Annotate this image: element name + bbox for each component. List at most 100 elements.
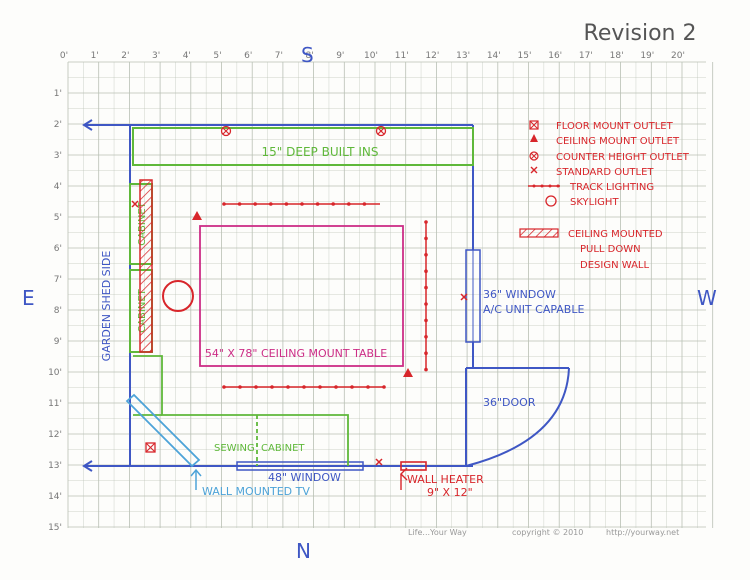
track-light-dot <box>318 385 322 389</box>
legend-design-wall-icon <box>519 228 559 238</box>
track-light-dot <box>238 385 242 389</box>
legend-label-skylight: SKYLIGHT <box>570 197 619 208</box>
y-scale-label: 1' <box>54 89 62 99</box>
track-light-dot <box>424 269 428 274</box>
track-light-dot <box>424 302 428 306</box>
door <box>465 367 570 467</box>
legend-label-ceiling: CEILING MOUNT OUTLET <box>556 136 680 147</box>
footer-right: http://yourway.net <box>606 528 679 537</box>
y-scale-label: 9' <box>54 337 62 347</box>
x-scale-label: 1' <box>91 51 99 61</box>
legend-ceiling-outlet-icon <box>530 134 538 142</box>
y-scale-label: 11' <box>48 399 62 409</box>
heater-label-2: 9" X 12" <box>427 486 473 499</box>
standard-outlet-3 <box>375 458 383 466</box>
legend-track-lighting-icon <box>528 184 560 188</box>
track-light-dot <box>300 202 304 206</box>
legend-counter-outlet-icon <box>529 151 539 161</box>
y-scale-label: 6' <box>54 244 62 254</box>
skylight <box>162 280 194 312</box>
built-ins-label: 15" DEEP BUILT INS <box>262 145 379 159</box>
track-light-dot <box>270 385 274 389</box>
legend-standard-outlet-icon <box>530 166 538 174</box>
wall-heater <box>400 461 427 471</box>
x-scale-label: 13' <box>456 51 470 61</box>
track-light-dot <box>302 385 306 389</box>
track-light-dot <box>424 253 428 257</box>
compass-north: N <box>296 539 311 563</box>
floor-outlet <box>145 442 156 453</box>
y-scale-label: 10' <box>48 368 62 378</box>
track-light-dot <box>424 220 428 224</box>
south-window-label: 48" WINDOW <box>268 471 341 484</box>
track-light-dot <box>237 202 242 206</box>
counter-outlet-2 <box>375 125 387 137</box>
east-window-label-1: 36" WINDOW <box>483 288 556 301</box>
x-scale-label: 12' <box>425 51 439 61</box>
track-light-dot <box>331 202 336 206</box>
track-light-dot <box>222 202 226 206</box>
track-light-dot <box>362 202 367 206</box>
y-scale-label: 7' <box>54 275 62 285</box>
track-light-dot <box>424 236 428 241</box>
track-light-dot <box>350 385 354 389</box>
ceiling-mount-table <box>199 225 404 367</box>
x-scale-label: 2' <box>121 51 129 61</box>
track-light-dot <box>286 385 290 389</box>
ceiling-outlet-2 <box>403 368 413 377</box>
compass-south: S <box>301 43 314 67</box>
east-window-label-2: A/C UNIT CAPABLE <box>483 303 584 316</box>
table-label: 54" X 78" CEILING MOUNT TABLE <box>205 347 387 360</box>
track-light-dot <box>424 351 428 356</box>
garden-shed-label: GARDEN SHED SIDE <box>100 251 113 362</box>
sewing-cabinet <box>133 355 349 466</box>
ceiling-outlet-1 <box>192 211 202 220</box>
door-label: 36"DOOR <box>483 396 536 409</box>
y-scale-label: 13' <box>48 461 62 471</box>
x-scale-label: 15' <box>518 51 532 61</box>
legend-label-floor: FLOOR MOUNT OUTLET <box>556 121 674 132</box>
track-light-dot <box>269 202 273 206</box>
footer-center: copyright © 2010 <box>512 528 583 537</box>
y-scale-label: 4' <box>54 182 62 192</box>
x-scale-label: 17' <box>579 51 593 61</box>
legend-design-wall-3: DESIGN WALL <box>580 260 649 271</box>
side-scale: 1'2'3'4'5'6'7'8'9'10'11'12'13'14'15' <box>48 89 62 533</box>
track-light-dot <box>366 385 370 389</box>
legend-label-track: TRACK LIGHTING <box>569 182 654 193</box>
revision-title: Revision 2 <box>584 21 697 46</box>
x-scale-label: 18' <box>610 51 624 61</box>
legend-floor-outlet-icon <box>529 120 539 130</box>
legend-skylight-icon <box>545 195 557 207</box>
track-light-dot <box>424 285 428 290</box>
track-light-dot <box>284 202 289 206</box>
legend-design-wall-1: CEILING MOUNTED <box>568 229 663 240</box>
x-scale-label: 0' <box>60 51 68 61</box>
x-scale-label: 7' <box>275 51 283 61</box>
compass-east: E <box>22 286 35 310</box>
standard-outlet-1 <box>131 200 139 208</box>
y-scale-label: 15' <box>48 523 62 533</box>
counter-outlet-1 <box>220 125 232 137</box>
built-ins <box>132 127 474 166</box>
x-scale-label: 6' <box>244 51 252 61</box>
x-scale-label: 9' <box>336 51 344 61</box>
x-scale-label: 19' <box>640 51 654 61</box>
x-scale-label: 10' <box>364 51 378 61</box>
compass-west: W <box>697 286 717 310</box>
track-light-dot <box>382 385 386 389</box>
design-wall <box>139 179 153 353</box>
track-light-dot <box>315 202 320 206</box>
graph-grid <box>67 61 714 528</box>
y-scale-label: 5' <box>54 213 62 223</box>
track-light-dot <box>254 385 258 389</box>
track-light-dot <box>334 385 338 389</box>
legend: FLOOR MOUNT OUTLET CEILING MOUNT OUTLET … <box>519 120 690 271</box>
legend-label-standard: STANDARD OUTLET <box>556 167 654 178</box>
track-light-dot <box>253 202 257 206</box>
x-scale-label: 20' <box>671 51 685 61</box>
x-scale-label: 11' <box>395 51 409 61</box>
track-light-dot <box>424 318 428 323</box>
y-scale-label: 14' <box>48 492 62 502</box>
